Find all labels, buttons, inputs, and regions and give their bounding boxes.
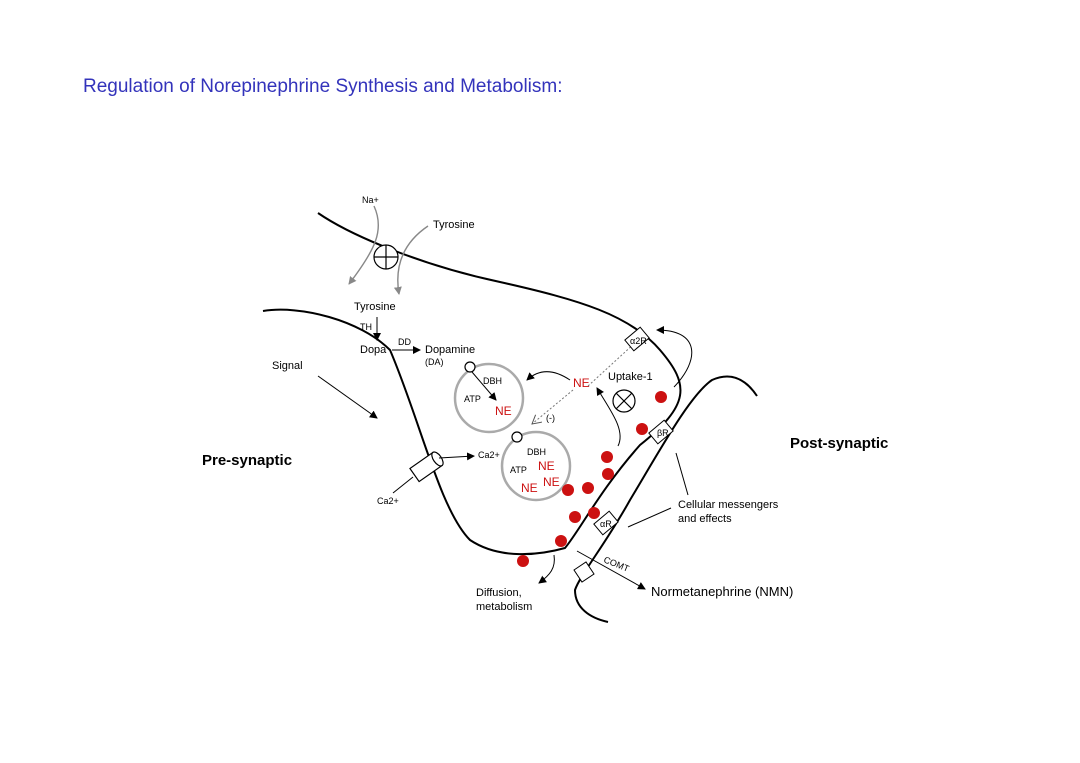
beta-receptor [648,419,674,445]
ca-in-label: Ca2+ [478,450,500,460]
nmn-label: Normetanephrine (NMN) [651,584,793,599]
presynaptic-membrane-outer [262,212,682,556]
signal-arrow [317,375,378,419]
cellular-label-1: Cellular messengers [678,499,779,511]
ca-outside-line [392,476,414,494]
diffusion-label-2: metabolism [476,601,532,613]
ne-dot [602,468,614,480]
vesicle-1 [453,362,525,434]
alpha-r-label: αR [600,519,612,529]
cellular-line-2 [627,507,672,528]
post-synaptic-label: Post-synaptic [790,435,888,452]
dopamine-label: Dopamine [425,344,475,356]
page-title: Regulation of Norepinephrine Synthesis a… [83,76,563,97]
ne-dot [562,484,574,496]
ne-dot [588,507,600,519]
dopa-label: Dopa [360,344,387,356]
uptake-arrow [596,387,621,447]
uptake-transporter [612,389,636,413]
inhibition-label: (-) [546,413,555,423]
na-flux-arrow [348,205,380,285]
signal-label: Signal [272,360,303,372]
comt-arrow [576,550,646,590]
ne-dot [517,555,529,567]
beta-r-label: βR [657,428,669,438]
ne-cleft-label: NE [573,376,590,390]
ne-vesicle2b-label: NE [543,475,560,489]
inhibition-dotted-arrow [532,389,574,424]
tyrosine-flux-arrow [393,225,429,295]
alpha2-receptor [624,326,650,352]
tyrosine-outside-label: Tyrosine [433,219,475,231]
pre-synaptic-label: Pre-synaptic [202,452,292,469]
postsynaptic-membrane [573,375,758,623]
ne-dot [636,423,648,435]
vesicle-2 [500,430,572,502]
da-label: (DA) [425,357,444,367]
cellular-line-1 [675,452,689,496]
ne-alpha2r-dotted [587,341,637,387]
ne-vesicle2a-label: NE [538,459,555,473]
dbh-label-2: DBH [527,447,546,457]
comt-label: COMT [602,555,631,574]
ne-molecules [517,391,667,567]
vesicle-2-transporter [511,431,523,443]
ca-influx-arrow [438,452,475,461]
calcium-channel [409,451,444,483]
alpha-receptor [593,510,619,536]
uptake-label: Uptake-1 [608,371,653,383]
cellular-label-2: and effects [678,513,732,525]
diffusion-arrow [538,554,555,584]
diffusion-label-1: Diffusion, [476,587,522,599]
atp-label-1: ATP [464,394,481,404]
ne-dot [555,535,567,547]
dbh-arrow-1 [471,371,497,401]
ne-vesicle1-label: NE [495,404,512,418]
ne-dot [582,482,594,494]
ne-dot [569,511,581,523]
dbh-label-1: DBH [483,376,502,386]
comt-enzyme [573,561,595,583]
ne-vesicle2c-label: NE [521,481,538,495]
th-label: TH [360,322,372,332]
atp-label-2: ATP [510,465,527,475]
tyrosine-inside-label: Tyrosine [354,301,396,313]
vesicle-1-transporter [464,361,476,373]
ca-out-label: Ca2+ [377,496,399,506]
dd-label: DD [398,337,411,347]
na-label: Na+ [362,195,379,205]
ne-dot [601,451,613,463]
ne-to-vesicle-arrow [526,371,571,381]
tyrosine-transporter [373,244,399,270]
alpha2r-label: α2R [630,336,647,346]
alpha2r-feedback-arrow [656,326,693,388]
ne-dot [655,391,667,403]
